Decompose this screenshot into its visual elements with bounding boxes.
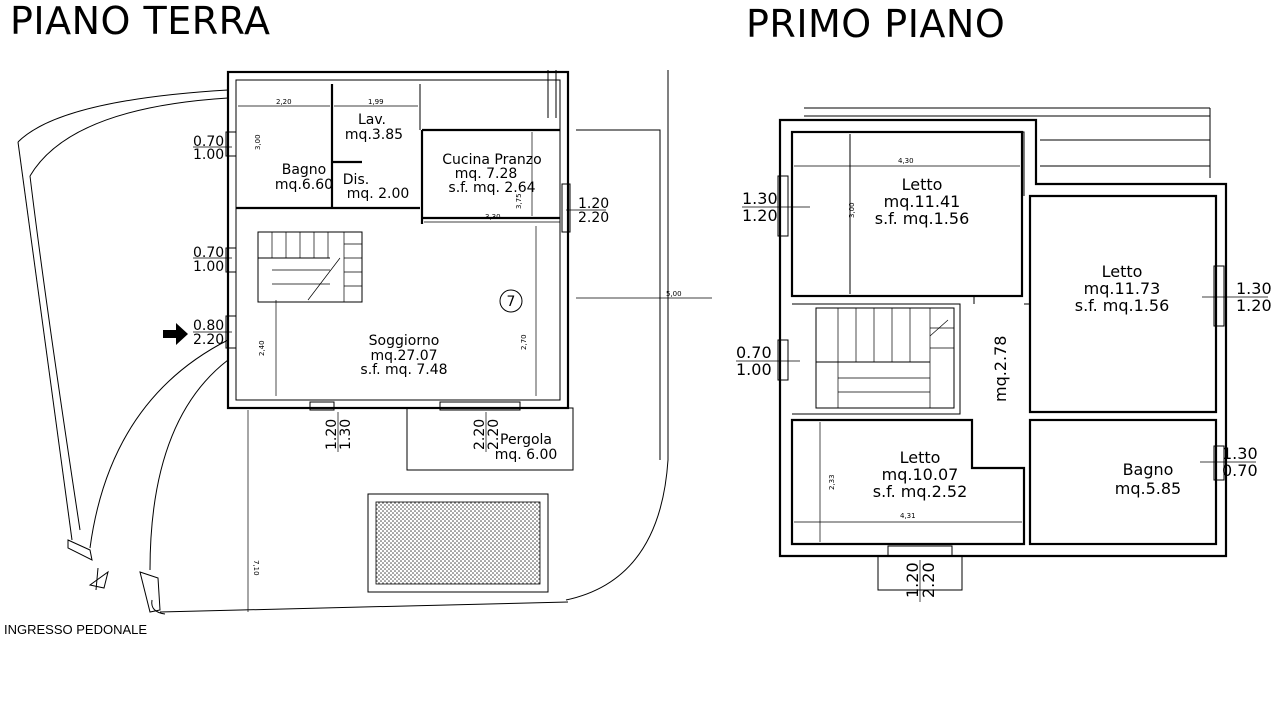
svg-text:1.20: 1.20 (1236, 296, 1272, 315)
ground-floor-title: PIANO TERRA (10, 0, 271, 43)
dim-1-99: 1,99 (368, 98, 384, 106)
room-soggiorno: Soggiorno mq.27.07 s.f. mq. 7.48 (360, 333, 447, 378)
svg-text:mq.3.85: mq.3.85 (345, 127, 403, 143)
room-bagno: Bagno mq.6.60 (275, 162, 333, 193)
first-floor-plan: 4,30 3,00 2,33 4,31 1.30 1.20 1.30 1.20 … (736, 107, 1272, 602)
svg-text:s.f. mq.1.56: s.f. mq.1.56 (875, 209, 970, 228)
room-cucina-pranzo: Cucina Pranzo mq. 7.28 s.f. mq. 2.64 (442, 152, 541, 196)
svg-text:0.80: 0.80 (193, 318, 224, 334)
svg-text:1.20: 1.20 (903, 562, 922, 598)
dim-4-30: 4,30 (898, 157, 914, 165)
svg-text:1.00: 1.00 (193, 259, 224, 275)
ground-vertical-opening-2: 2.20 2.20 (472, 412, 502, 452)
svg-text:7: 7 (507, 294, 516, 310)
svg-text:mq.2.78: mq.2.78 (991, 336, 1010, 402)
first-vertical-opening-1: 1.20 2.20 (903, 560, 938, 602)
svg-text:Dis.: Dis. (343, 172, 369, 188)
room-lav: Lav. mq.3.85 (345, 112, 403, 143)
svg-text:2.20: 2.20 (919, 562, 938, 598)
svg-text:1.30: 1.30 (1222, 444, 1258, 463)
first-window-1: 1.30 1.20 (742, 189, 810, 225)
svg-text:Letto: Letto (1102, 262, 1143, 281)
room-letto-2: Letto mq.11.73 s.f. mq.1.56 (1075, 262, 1170, 315)
svg-text:Pergola: Pergola (500, 432, 552, 448)
ground-floor-plan: 5,00 7,10 (17, 70, 712, 615)
svg-text:s.f. mq. 7.48: s.f. mq. 7.48 (360, 362, 447, 378)
ground-stairs (257, 231, 363, 303)
room-letto-3: Letto mq.10.07 s.f. mq.2.52 (873, 448, 968, 501)
dim-2-70: 2,70 (520, 334, 528, 350)
svg-text:mq.11.41: mq.11.41 (884, 192, 961, 211)
dim-3-00-first: 3,00 (848, 202, 856, 218)
room-pergola: Pergola mq. 6.00 (495, 432, 558, 463)
first-stairs (815, 307, 955, 409)
dim-3-30: 3,30 (485, 213, 501, 221)
svg-text:mq.27.07: mq.27.07 (370, 348, 437, 364)
svg-text:mq. 7.28: mq. 7.28 (455, 166, 518, 182)
svg-text:2.20: 2.20 (193, 332, 224, 348)
svg-text:Letto: Letto (900, 448, 941, 467)
svg-text:2.20: 2.20 (578, 210, 609, 226)
room-bagno-first: Bagno mq.5.85 (1115, 460, 1181, 498)
svg-text:1.00: 1.00 (193, 147, 224, 163)
svg-text:2.20: 2.20 (486, 419, 502, 450)
svg-text:mq.10.07: mq.10.07 (882, 465, 959, 484)
entrance-arrow-icon (163, 323, 188, 345)
svg-text:s.f. mq. 2.64: s.f. mq. 2.64 (448, 180, 535, 196)
dim-3-75: 3,75 (515, 193, 523, 209)
svg-text:0.70: 0.70 (193, 245, 224, 261)
svg-text:s.f. mq.1.56: s.f. mq.1.56 (1075, 296, 1170, 315)
svg-text:Letto: Letto (902, 175, 943, 194)
dim-7-10: 7,10 (252, 560, 260, 576)
entrance-label: INGRESSO PEDONALE (4, 622, 148, 637)
room-marker: 7 (499, 289, 523, 313)
svg-text:1.30: 1.30 (742, 189, 778, 208)
svg-text:1.20: 1.20 (324, 419, 340, 450)
svg-text:1.20: 1.20 (578, 196, 609, 212)
dim-4-31: 4,31 (900, 512, 916, 520)
dim-5-00: 5,00 (666, 290, 682, 298)
first-window-3: 0.70 1.00 (736, 343, 800, 379)
svg-text:1.30: 1.30 (338, 419, 354, 450)
ground-window-2: 0.70 1.00 (193, 245, 232, 275)
svg-text:s.f. mq.2.52: s.f. mq.2.52 (873, 482, 968, 501)
ground-window-3: 0.80 2.20 (193, 318, 232, 348)
svg-text:2.20: 2.20 (472, 419, 488, 450)
svg-text:1.20: 1.20 (742, 206, 778, 225)
ground-vertical-opening-1: 1.20 1.30 (324, 412, 354, 452)
svg-text:Soggiorno: Soggiorno (369, 333, 440, 349)
ground-window-4: 1.20 2.20 (566, 196, 609, 226)
dim-2-33: 2,33 (828, 474, 836, 490)
first-window-4: 1.30 0.70 (1200, 444, 1258, 480)
svg-text:Lav.: Lav. (358, 112, 386, 128)
room-corridor: mq.2.78 (991, 336, 1010, 402)
first-floor-title: PRIMO PIANO (746, 2, 1006, 46)
svg-text:mq.6.60: mq.6.60 (275, 177, 333, 193)
svg-text:mq. 2.00: mq. 2.00 (347, 186, 410, 202)
svg-text:0.70: 0.70 (736, 343, 772, 362)
svg-text:mq. 6.00: mq. 6.00 (495, 447, 558, 463)
svg-text:1.00: 1.00 (736, 360, 772, 379)
first-window-2: 1.30 1.20 (1202, 279, 1272, 315)
room-letto-1: Letto mq.11.41 s.f. mq.1.56 (875, 175, 970, 228)
room-dis: Dis. mq. 2.00 (343, 172, 410, 202)
svg-text:mq.11.73: mq.11.73 (1084, 279, 1161, 298)
svg-text:Cucina Pranzo: Cucina Pranzo (442, 152, 541, 168)
svg-text:0.70: 0.70 (193, 134, 224, 150)
svg-text:Bagno: Bagno (1123, 460, 1174, 479)
dim-2-20: 2,20 (276, 98, 292, 106)
dim-3-00: 3,00 (254, 134, 262, 150)
svg-text:Bagno: Bagno (282, 162, 327, 178)
svg-text:1.30: 1.30 (1236, 279, 1272, 298)
svg-text:0.70: 0.70 (1222, 461, 1258, 480)
ground-window-1: 0.70 1.00 (193, 134, 232, 163)
dim-2-40: 2,40 (258, 340, 266, 356)
svg-text:mq.5.85: mq.5.85 (1115, 479, 1181, 498)
